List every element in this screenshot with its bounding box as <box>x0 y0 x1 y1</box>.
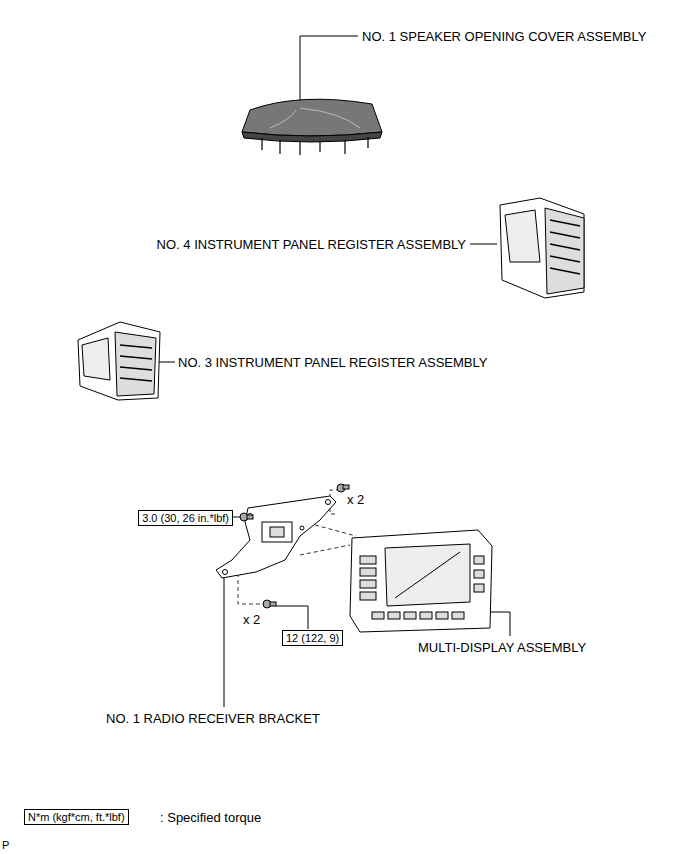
part-name: NO. 1 SPEAKER OPENING COVER ASSEMBLY <box>362 29 646 44</box>
torque-value: 12 (122, 9) <box>286 632 339 644</box>
part-name: NO. 4 INSTRUMENT PANEL REGISTER ASSEMBLY <box>157 237 466 252</box>
figure-code: P <box>2 838 9 853</box>
register-no3 <box>78 322 160 400</box>
assembly-line <box>315 525 356 536</box>
assembly-line <box>300 545 350 555</box>
leader-line <box>490 612 510 636</box>
leader-line <box>470 244 497 245</box>
leader-line <box>276 606 308 629</box>
legend-note: : Specified torque <box>160 810 261 825</box>
torque-box: 12 (122, 9) <box>282 630 343 646</box>
part-name: MULTI-DISPLAY ASSEMBLY <box>418 640 586 655</box>
torque-box: 3.0 (30, 26 in.*lbf) <box>138 510 233 526</box>
screw <box>240 484 349 608</box>
assembly-line <box>238 573 262 604</box>
part-name: NO. 1 RADIO RECEIVER BRACKET <box>106 711 320 726</box>
multi-display <box>350 530 492 632</box>
quantity-note: x 2 <box>347 492 364 507</box>
register-no4 <box>500 198 584 298</box>
torque-value: 3.0 (30, 26 in.*lbf) <box>142 512 229 524</box>
radio-receiver-bracket <box>216 496 336 578</box>
part-name: NO. 3 INSTRUMENT PANEL REGISTER ASSEMBLY <box>178 355 487 370</box>
leader-line <box>224 570 225 707</box>
torque-value: N*m (kgf*cm, ft.*lbf) <box>28 811 125 823</box>
leader-line <box>233 517 240 518</box>
torque-box: N*m (kgf*cm, ft.*lbf) <box>24 809 129 825</box>
quantity-note: x 2 <box>243 612 260 627</box>
leader-line <box>300 36 358 100</box>
speaker-cover <box>242 99 382 155</box>
